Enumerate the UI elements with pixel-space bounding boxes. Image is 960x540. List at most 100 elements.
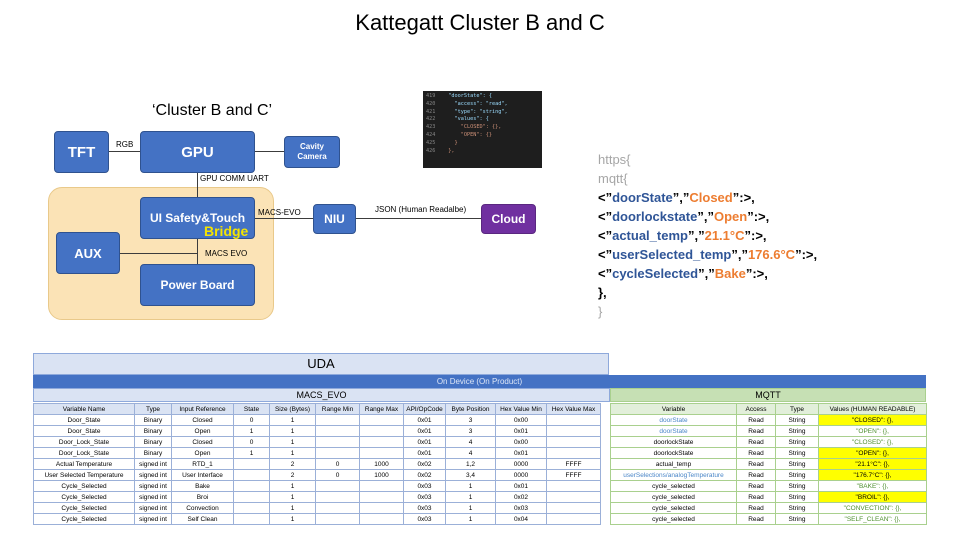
table-cell: 1 — [445, 513, 496, 525]
macs-evo-header: MACS_EVO — [33, 388, 610, 402]
gpu-comm-label: GPU COMM UART — [200, 174, 269, 183]
table-cell: "BROIL": {}, — [818, 491, 927, 503]
code-line-number: 423 — [426, 124, 436, 131]
table-cell: Binary — [134, 436, 172, 448]
table-cell: Read — [736, 491, 776, 503]
table-cell: "OPEN": {}, — [818, 447, 927, 459]
table-cell: Convection — [171, 502, 234, 514]
table-cell: Type — [134, 403, 172, 415]
table-cell: String — [775, 502, 819, 514]
table-cell — [315, 425, 360, 437]
line-gpu-ui — [197, 173, 198, 197]
table-cell: FFFF — [546, 458, 601, 470]
code-line-text: }, — [442, 147, 455, 154]
table-cell: 0x03 — [403, 491, 446, 503]
table-cell: actual_temp — [610, 458, 737, 470]
table-cell: Open — [171, 425, 234, 437]
macs-evo-power-label: MACS EVO — [205, 249, 248, 258]
code-line-number: 419 — [426, 93, 436, 99]
code-line-text: "OPEN": {} — [442, 131, 492, 138]
table-cell: signed int — [134, 458, 172, 470]
table-cell: "OPEN": {}, — [818, 425, 927, 437]
table-cell: String — [775, 491, 819, 503]
snippet-close-1: }, — [598, 285, 607, 300]
snippet-https: https{ — [598, 152, 631, 167]
table-cell: "CLOSED": {}, — [818, 414, 927, 426]
table-cell: 0000 — [495, 469, 547, 481]
table-cell: String — [775, 480, 819, 492]
table-cell: 1 — [269, 436, 316, 448]
table-cell — [359, 436, 404, 448]
table-cell: 1 — [445, 502, 496, 514]
table-cell — [233, 502, 270, 514]
table-cell: Read — [736, 480, 776, 492]
table-cell: signed int — [134, 480, 172, 492]
table-cell: 1000 — [359, 469, 404, 481]
snippet-line: <”doorState”,”Closed”:>, — [598, 190, 755, 205]
gpu-block: GPU — [140, 131, 255, 173]
table-cell: 1 — [269, 414, 316, 426]
table-cell: 1 — [269, 425, 316, 437]
table-cell: 0 — [315, 458, 360, 470]
line-gpu-camera — [255, 151, 284, 152]
table-cell: doorState — [610, 414, 737, 426]
table-cell: 0x00 — [495, 414, 547, 426]
table-cell — [546, 491, 601, 503]
table-cell: Binary — [134, 447, 172, 459]
code-line-number: 422 — [426, 116, 436, 123]
table-cell: Binary — [134, 425, 172, 437]
table-cell — [315, 447, 360, 459]
snippet-value: Closed — [689, 190, 733, 205]
code-line: 423 "CLOSED": {}, — [426, 124, 539, 132]
code-line: 422 "values": { — [426, 116, 539, 124]
tft-block: TFT — [54, 131, 109, 173]
cavity-camera-block: Cavity Camera — [284, 136, 340, 168]
code-line-number: 425 — [426, 139, 436, 146]
table-cell: 0x01 — [403, 436, 446, 448]
line-ui-power — [197, 239, 198, 264]
snippet-value: Bake — [714, 266, 746, 281]
table-cell — [359, 491, 404, 503]
table-cell: 1 — [445, 480, 496, 492]
snippet-line: <”cycleSelected”,”Bake”:>, — [598, 266, 768, 281]
code-line-text: } — [442, 139, 458, 146]
code-line-number: 424 — [426, 131, 436, 138]
table-cell: 3 — [445, 425, 496, 437]
table-cell: Read — [736, 447, 776, 459]
table-cell: cycle_selected — [610, 491, 737, 503]
table-cell — [315, 502, 360, 514]
mqtt-snippet: https{ mqtt{ <”doorState”,”Closed”:>,<”d… — [598, 150, 817, 321]
snippet-value: Open — [713, 209, 748, 224]
table-cell — [315, 513, 360, 525]
table-cell: Read — [736, 502, 776, 514]
on-device-header: On Device (On Product) — [33, 375, 926, 388]
table-cell — [315, 491, 360, 503]
table-cell — [359, 425, 404, 437]
code-line: 419 "doorState": { — [426, 93, 539, 101]
table-cell: API/OpCode — [403, 403, 446, 415]
table-cell — [315, 436, 360, 448]
table-cell: doorlockState — [610, 436, 737, 448]
power-board-block: Power Board — [140, 264, 255, 306]
table-cell: 0x02 — [403, 469, 446, 481]
table-cell: String — [775, 425, 819, 437]
code-line: 421 "type": "string", — [426, 109, 539, 117]
table-cell: Size (Bytes) — [269, 403, 316, 415]
cloud-block: Cloud — [481, 204, 536, 234]
table-cell: 0000 — [495, 458, 547, 470]
table-cell: signed int — [134, 502, 172, 514]
table-cell: Hex Value Max — [546, 403, 601, 415]
code-line-text: "access": "read", — [442, 100, 508, 107]
table-cell: User Interface — [171, 469, 234, 481]
niu-block: NIU — [313, 204, 356, 234]
table-cell: Read — [736, 436, 776, 448]
table-cell: cycle_selected — [610, 480, 737, 492]
table-cell: 3 — [445, 414, 496, 426]
table-cell: Byte Position — [445, 403, 496, 415]
json-label: JSON (Human Readalbe) — [375, 205, 467, 214]
